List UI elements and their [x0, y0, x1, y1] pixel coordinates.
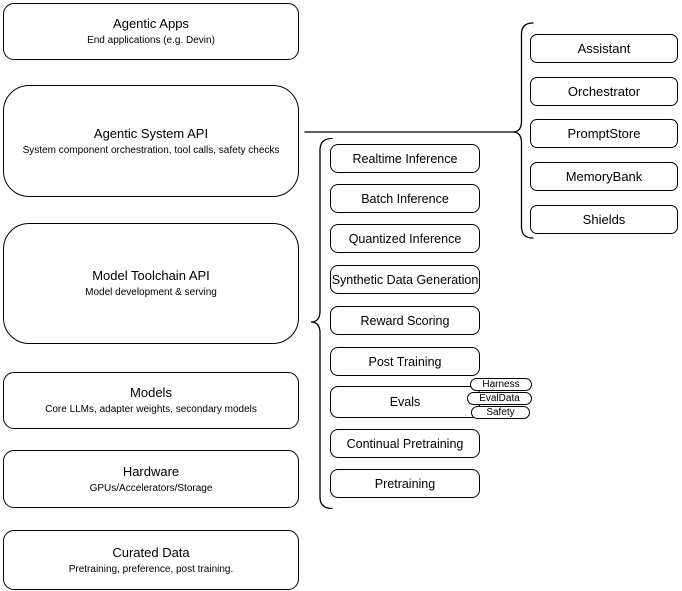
node-assistant: Assistant [530, 34, 678, 63]
node-subtitle: System component orchestration, tool cal… [22, 144, 280, 156]
node-label: PromptStore [567, 126, 641, 141]
node-label: Assistant [577, 41, 631, 56]
node-reward-scoring: Reward Scoring [330, 306, 480, 335]
node-promptstore: PromptStore [530, 119, 678, 148]
node-subtitle: Model development & serving [85, 287, 217, 298]
node-label: Evals [389, 395, 421, 409]
pill-label: EvalData [479, 393, 520, 404]
node-agentic-apps: Agentic Apps End applications (e.g. Devi… [3, 3, 299, 60]
node-evals: Evals [330, 386, 480, 418]
node-label: Quantized Inference [348, 231, 462, 246]
node-label: Orchestrator [567, 84, 641, 99]
node-shields: Shields [530, 205, 678, 234]
node-orchestrator: Orchestrator [530, 77, 678, 106]
node-title: Agentic System API [93, 125, 209, 141]
node-pretraining: Pretraining [330, 469, 480, 498]
node-model-toolchain-api: Model Toolchain API Model development & … [3, 223, 299, 344]
node-subtitle: Core LLMs, adapter weights, secondary mo… [45, 404, 257, 415]
node-label: MemoryBank [565, 169, 643, 184]
node-title: Models [130, 385, 172, 400]
node-label: Continual Pretraining [346, 436, 464, 451]
pill-safety: Safety [471, 406, 530, 419]
node-memorybank: MemoryBank [530, 162, 678, 191]
node-post-training: Post Training [330, 347, 480, 376]
node-hardware: Hardware GPUs/Accelerators/Storage [3, 450, 299, 508]
pill-label: Harness [482, 379, 520, 390]
node-label: Shields [582, 212, 626, 227]
node-label: Batch Inference [361, 191, 449, 206]
node-title: Agentic Apps [113, 16, 189, 31]
node-subtitle: End applications (e.g. Devin) [87, 35, 215, 46]
node-models: Models Core LLMs, adapter weights, secon… [3, 372, 299, 429]
node-curated-data: Curated Data Pretraining, preference, po… [3, 530, 299, 590]
node-synthetic-data-generation: Synthetic Data Generation [330, 265, 480, 294]
pill-harness: Harness [470, 378, 532, 391]
node-label: Realtime Inference [352, 151, 458, 166]
node-label: Pretraining [374, 476, 436, 491]
node-continual-pretraining: Continual Pretraining [330, 429, 480, 458]
node-label: Reward Scoring [360, 313, 450, 328]
node-batch-inference: Batch Inference [330, 184, 480, 213]
pill-evaldata: EvalData [467, 392, 532, 405]
node-title: Model Toolchain API [92, 268, 210, 283]
system-components-brace [512, 22, 534, 239]
node-label: Post Training [368, 354, 442, 369]
node-realtime-inference: Realtime Inference [330, 144, 480, 173]
node-title: Curated Data [112, 544, 190, 560]
node-subtitle: GPUs/Accelerators/Storage [89, 482, 213, 494]
node-agentic-system-api: Agentic System API System component orch… [3, 85, 299, 197]
toolchain-components-brace [310, 137, 333, 510]
node-label: Synthetic Data Generation [331, 272, 479, 287]
node-quantized-inference: Quantized Inference [330, 224, 480, 253]
node-title: Hardware [122, 463, 180, 479]
node-subtitle: Pretraining, preference, post training. [68, 563, 234, 575]
pill-label: Safety [486, 407, 515, 418]
